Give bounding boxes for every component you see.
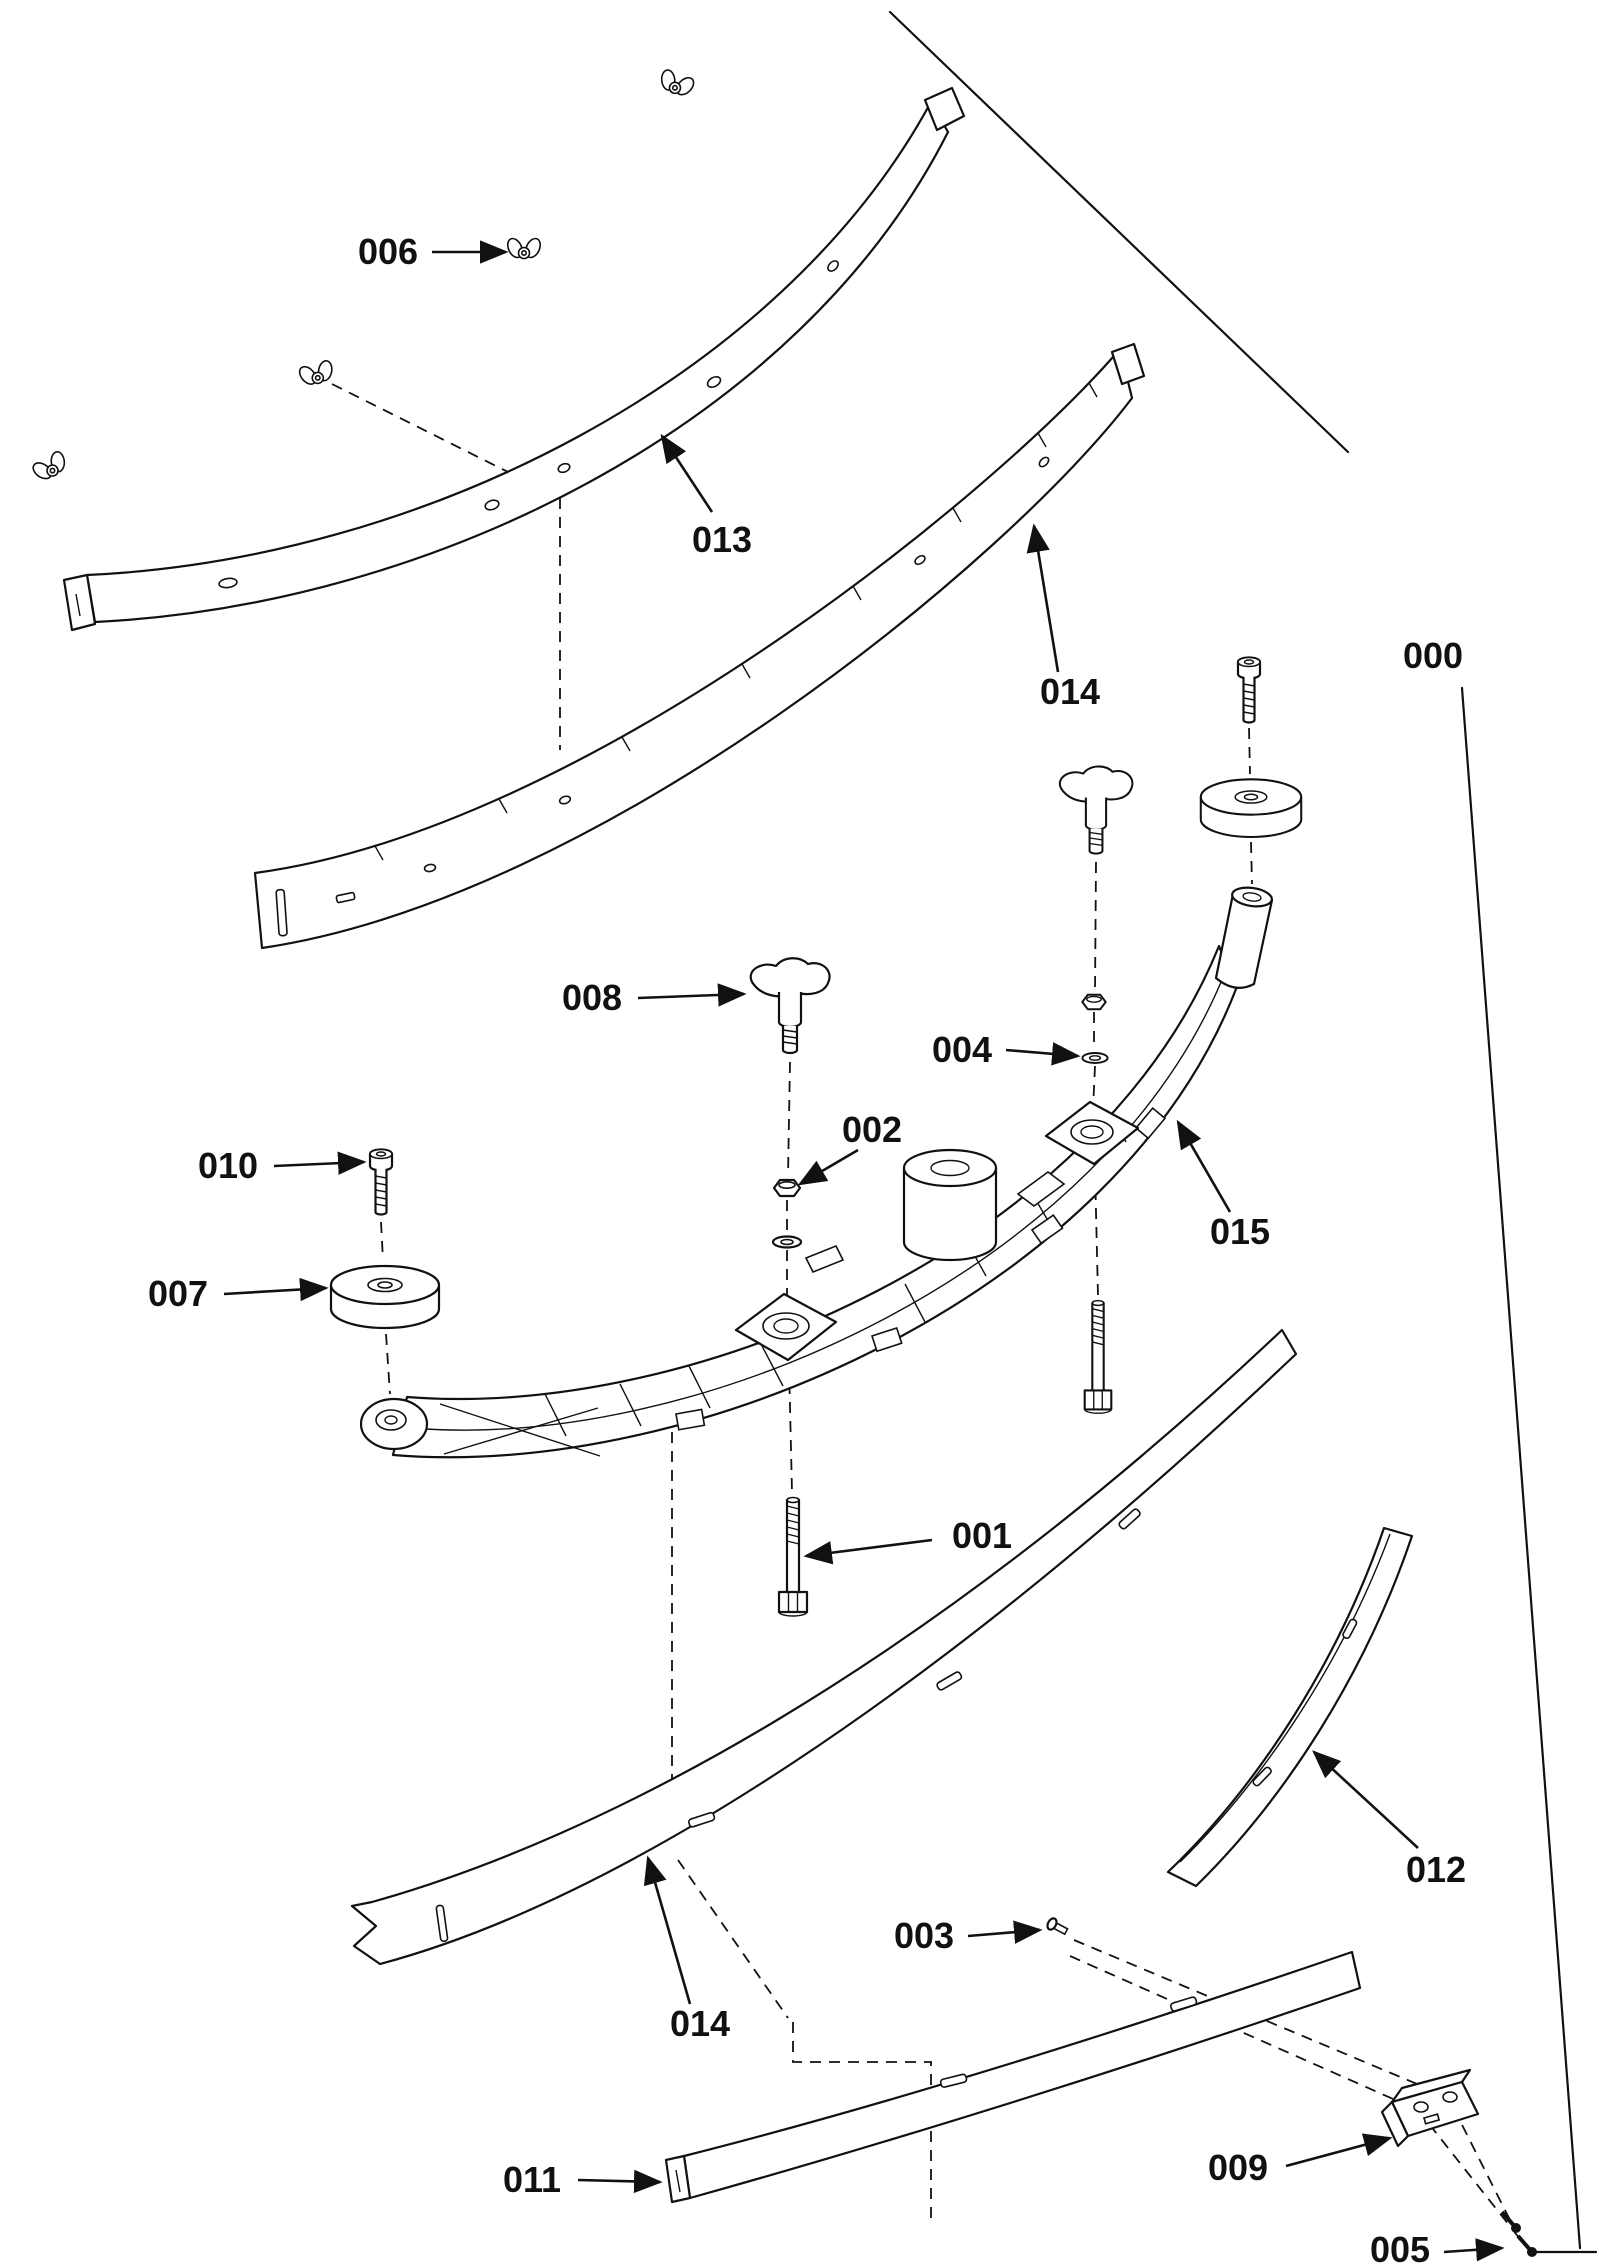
part-001-bolt-right [1083, 1299, 1113, 1414]
part-008-knob [749, 957, 831, 1055]
part-015-clip [870, 1326, 903, 1353]
part-006-clip [298, 360, 333, 385]
part-015-clip [675, 1408, 706, 1431]
part-013-end-tab [923, 86, 966, 132]
part-007-roller [329, 1264, 441, 1330]
callout-010: 010 [198, 1145, 258, 1186]
part-005-screws [1500, 2210, 1537, 2257]
part-001-bolt [777, 1496, 809, 1617]
part-015-clip [1030, 1213, 1064, 1245]
part-004-nut-washer [1081, 993, 1109, 1064]
part-007-roller-right [1199, 778, 1303, 838]
part-014-upper-blade [253, 342, 1146, 950]
callout-013: 013 [692, 519, 752, 560]
callout-007: 007 [148, 1273, 208, 1314]
callout-014-lower: 014 [670, 2003, 730, 2044]
callout-004: 004 [932, 1029, 992, 1070]
part-006-clip [660, 69, 695, 96]
part-015-right-tube [1214, 886, 1274, 989]
part-013-curved-band [62, 86, 966, 632]
part-012-backing-band [1166, 1526, 1414, 1888]
callouts: 006 013 000 014 008 004 002 010 015 007 … [148, 231, 1505, 2268]
part-014-upper-notches [374, 382, 1098, 861]
callout-002: 002 [842, 1109, 902, 1150]
callout-001: 001 [952, 1515, 1012, 1556]
callout-005: 005 [1370, 2229, 1430, 2268]
callout-011: 011 [503, 2159, 561, 2200]
part-006-clip [32, 450, 66, 480]
part-015-main-body [359, 886, 1274, 1459]
callout-012: 012 [1406, 1849, 1466, 1890]
part-015-caster-tube [902, 1148, 998, 1262]
part-008-knob-right [1058, 765, 1134, 855]
callout-014-upper: 014 [1040, 671, 1100, 712]
part-014-lower-blade [350, 1328, 1298, 1966]
part-011-bottom-band [664, 1950, 1362, 2204]
part-014-upper-tip-tab [1110, 342, 1146, 386]
part-013-left-tab [62, 573, 97, 632]
callout-000: 000 [1403, 635, 1463, 676]
callout-008: 008 [562, 977, 622, 1018]
part-010-screw [368, 1148, 394, 1216]
part-003-pin [1046, 1917, 1069, 1936]
part-015-clip [1134, 1106, 1167, 1140]
assembly-boundary-lines [888, 10, 1598, 2254]
part-010-screw-right [1236, 656, 1262, 724]
part-009-bracket [1380, 2068, 1480, 2148]
callout-003: 003 [894, 1915, 954, 1956]
part-002-nut-washer [771, 1178, 803, 1249]
part-006-clip [506, 237, 542, 260]
callout-006: 006 [358, 231, 418, 272]
callout-009: 009 [1208, 2147, 1268, 2188]
callout-015: 015 [1210, 1211, 1270, 1252]
